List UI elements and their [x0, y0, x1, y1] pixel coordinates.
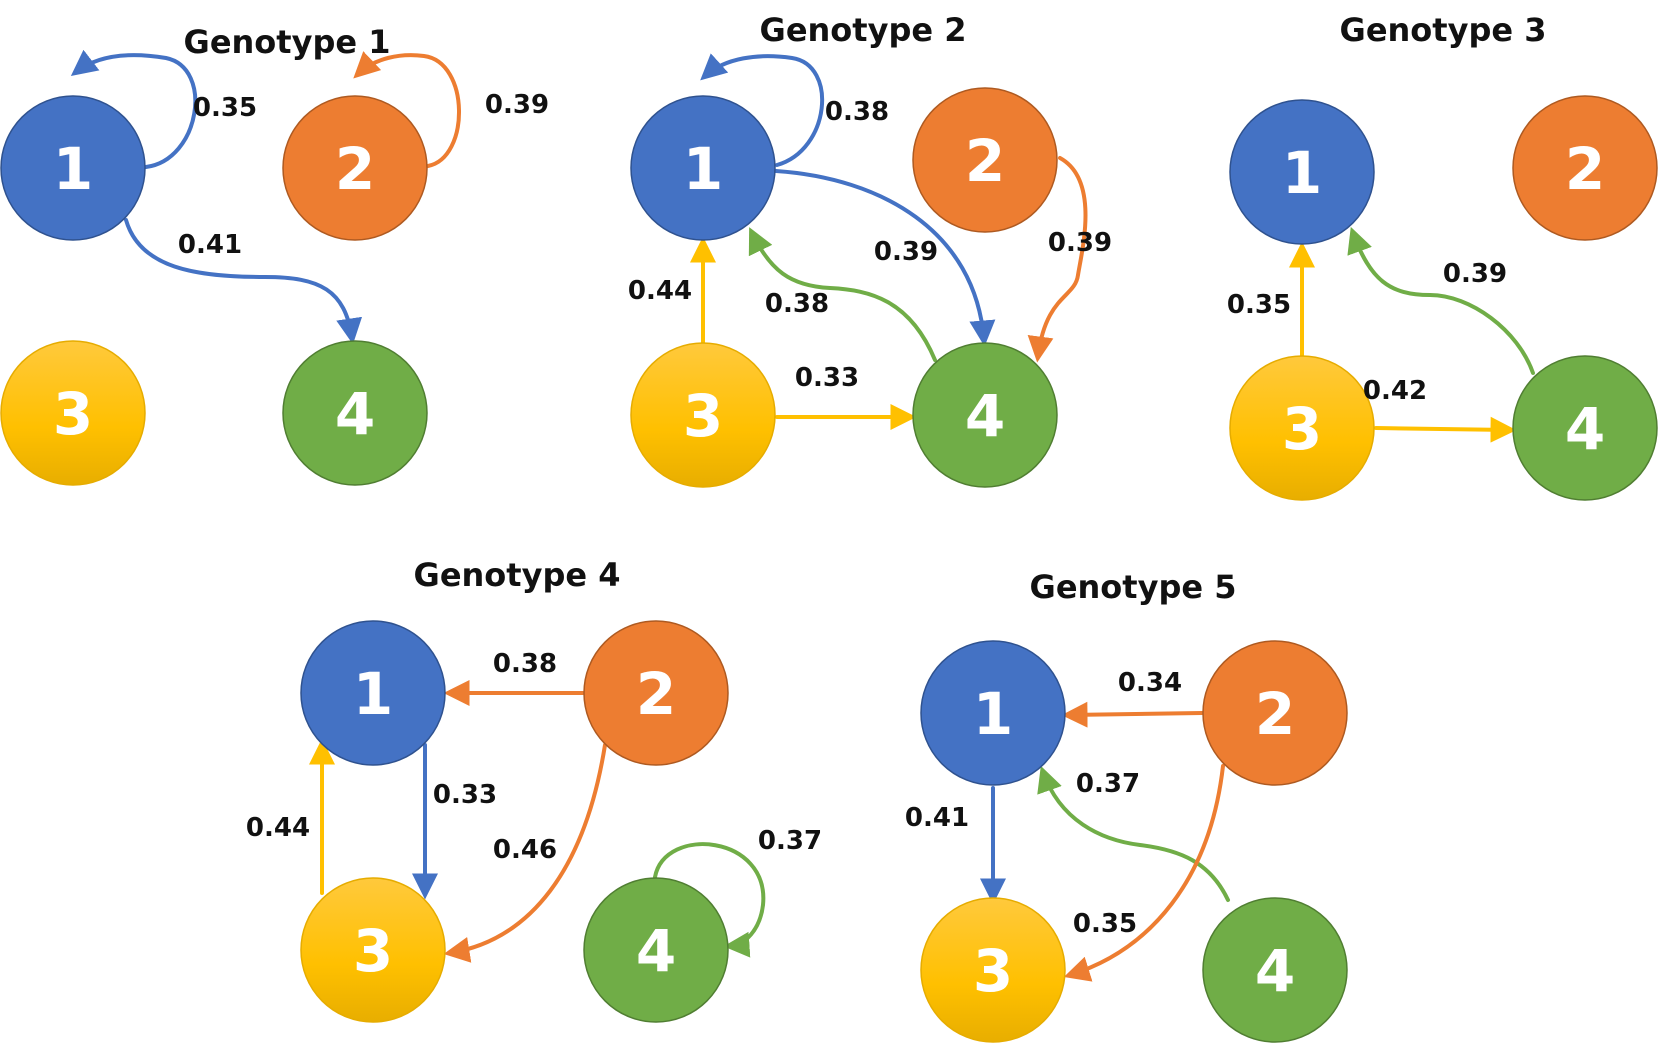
node-2-circle: [1512, 95, 1658, 241]
edge-4-to-4: [653, 842, 766, 958]
node-1-label: 1: [683, 135, 723, 203]
edge-2-to-3: [443, 743, 607, 963]
edge-weight-label: 0.37: [1076, 769, 1140, 799]
edge-1-to-1: [70, 49, 198, 169]
edge-4-to-1: [1347, 226, 1535, 375]
edge-weight-label: 0.46: [493, 835, 557, 865]
node-3-circle: [1229, 355, 1375, 501]
node-2-circle: [1202, 640, 1348, 786]
node-3-circle: [630, 342, 776, 488]
genotype-3-panel: 1 2 3 4 0.35 0.39 0.42 Genotype 3: [1227, 11, 1658, 501]
edge-weight-label: 0.33: [795, 363, 859, 393]
genotype-title: Genotype 1: [184, 23, 391, 61]
node-2-label: 2: [1565, 135, 1605, 203]
edge-weight-label: 0.33: [433, 780, 497, 810]
genotype-title: Genotype 4: [414, 556, 621, 594]
node-2-circle: [282, 95, 428, 241]
edge-weight-label: 0.35: [1227, 290, 1291, 320]
node-2-label: 2: [965, 127, 1005, 195]
edge-4-to-1: [1037, 765, 1230, 902]
edge-2-to-3: [1063, 764, 1225, 982]
edge-1-to-4: [124, 218, 363, 345]
node-4-label: 4: [636, 917, 676, 985]
edge-2-to-4: [1027, 156, 1088, 363]
node-1-circle: [0, 95, 146, 241]
node-4-label: 4: [1565, 395, 1605, 463]
node-1-circle: [1229, 99, 1375, 245]
node-1-label: 1: [1282, 139, 1322, 207]
edge-weight-label: 0.34: [1118, 668, 1182, 698]
edge-weight-label: 0.37: [758, 826, 822, 856]
node-3-label: 3: [53, 380, 93, 448]
edge-weight-label: 0.38: [493, 649, 557, 679]
node-1-label: 1: [53, 135, 93, 203]
node-3-label: 3: [1282, 395, 1322, 463]
edge-weight-label: 0.41: [178, 230, 242, 260]
node-4-label: 4: [1255, 937, 1295, 1005]
node-4-circle: [1512, 355, 1658, 501]
genotype-5-panel: 1 2 3 4 0.34 0.37 0.41 0.35 Genotype 5: [905, 568, 1348, 1043]
node-2-label: 2: [335, 135, 375, 203]
genotype-title: Genotype 2: [760, 11, 967, 49]
node-4-circle: [583, 877, 729, 1023]
edge-2-to-1: [1061, 701, 1204, 728]
node-2-label: 2: [1255, 680, 1295, 748]
node-1-label: 1: [973, 680, 1013, 748]
genotype-title: Genotype 5: [1030, 568, 1237, 606]
node-2-label: 2: [636, 660, 676, 728]
node-3-circle: [0, 340, 146, 486]
edge-weight-label: 0.39: [1048, 228, 1112, 258]
edge-weight-label: 0.41: [905, 803, 969, 833]
genotype-title: Genotype 3: [1340, 11, 1547, 49]
node-3-label: 3: [683, 382, 723, 450]
genotype-4-panel: 1 2 3 4 0.38 0.33 0.44 0.46 0.37 Genotype 4: [246, 556, 822, 1023]
node-3-circle: [300, 877, 446, 1023]
edge-weight-label: 0.39: [874, 237, 938, 267]
node-4-circle: [282, 340, 428, 486]
edge-weight-label: 0.38: [825, 97, 889, 127]
node-3-label: 3: [353, 917, 393, 985]
edge-weight-label: 0.44: [246, 813, 310, 843]
edge-weight-label: 0.44: [628, 276, 692, 306]
node-1-circle: [630, 95, 776, 241]
edge-weight-label: 0.38: [765, 289, 829, 319]
edge-3-to-4: [1374, 416, 1517, 443]
genotype-2-panel: 1 2 3 4 0.38 0.39 0.39 0.44 0.38 0.33 Genotype 2: [628, 11, 1112, 488]
edge-1-to-1: [700, 53, 825, 167]
node-1-circle: [920, 640, 1066, 786]
edge-weight-label: 0.42: [1363, 376, 1427, 406]
edge-weight-label: 0.39: [485, 90, 549, 120]
edge-1-to-4: [774, 169, 996, 347]
node-2-circle: [912, 87, 1058, 233]
node-2-circle: [583, 620, 729, 766]
node-1-circle: [300, 620, 446, 766]
node-1-label: 1: [353, 660, 393, 728]
node-4-label: 4: [965, 382, 1005, 450]
edge-weight-label: 0.35: [1073, 909, 1137, 939]
edge-weight-label: 0.39: [1443, 259, 1507, 289]
edge-2-to-2: [353, 51, 461, 168]
node-4-label: 4: [335, 380, 375, 448]
node-3-circle: [920, 897, 1066, 1043]
edge-weight-label: 0.35: [193, 93, 257, 123]
edge-4-to-1: [748, 227, 937, 362]
genotype-1-panel: 1 2 3 4 0.35 0.39 0.41 Genotype 1: [0, 23, 549, 486]
node-4-circle: [912, 342, 1058, 488]
node-3-label: 3: [973, 937, 1013, 1005]
node-4-circle: [1202, 897, 1348, 1043]
